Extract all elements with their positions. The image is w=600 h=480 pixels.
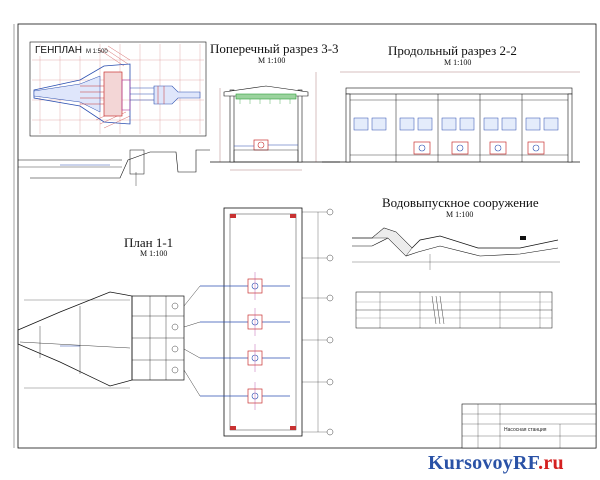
outlet-scale: М 1:100 bbox=[446, 210, 474, 219]
plan-title: План 1-1 bbox=[124, 235, 174, 250]
pump-unit-2 bbox=[200, 308, 290, 336]
stamp-title: Насосная станция bbox=[504, 427, 547, 433]
genplan-label: ГЕНПЛАН bbox=[34, 45, 83, 56]
cross-section-title: Поперечный разрез 3-3 bbox=[210, 41, 339, 56]
plan-scale: М 1:100 bbox=[140, 249, 168, 258]
cross-section-scale: М 1:100 bbox=[258, 56, 286, 65]
outlet-drawing bbox=[352, 227, 560, 329]
title-block bbox=[461, 403, 597, 449]
genplan-drawing bbox=[29, 41, 207, 137]
cross-section-drawing bbox=[210, 72, 340, 171]
intake-profile-drawing bbox=[18, 149, 210, 186]
genplan-scale: М 1:500 bbox=[86, 49, 108, 55]
long-section-drawing bbox=[322, 71, 580, 163]
site-watermark: KursovoyRF.ru bbox=[428, 452, 564, 475]
pump-unit-4 bbox=[200, 382, 290, 410]
sheet-frame bbox=[17, 23, 597, 449]
long-section-title: Продольный разрез 2-2 bbox=[388, 43, 517, 58]
watermark-main: KursovoyRF bbox=[428, 452, 539, 474]
pump-unit-1 bbox=[200, 272, 290, 300]
plan-drawing bbox=[17, 207, 334, 437]
pump-unit-3 bbox=[200, 344, 290, 372]
outlet-title: Водовыпускное сооружение bbox=[382, 195, 539, 210]
watermark-suffix: .ru bbox=[538, 452, 564, 474]
long-section-scale: М 1:100 bbox=[444, 58, 472, 67]
